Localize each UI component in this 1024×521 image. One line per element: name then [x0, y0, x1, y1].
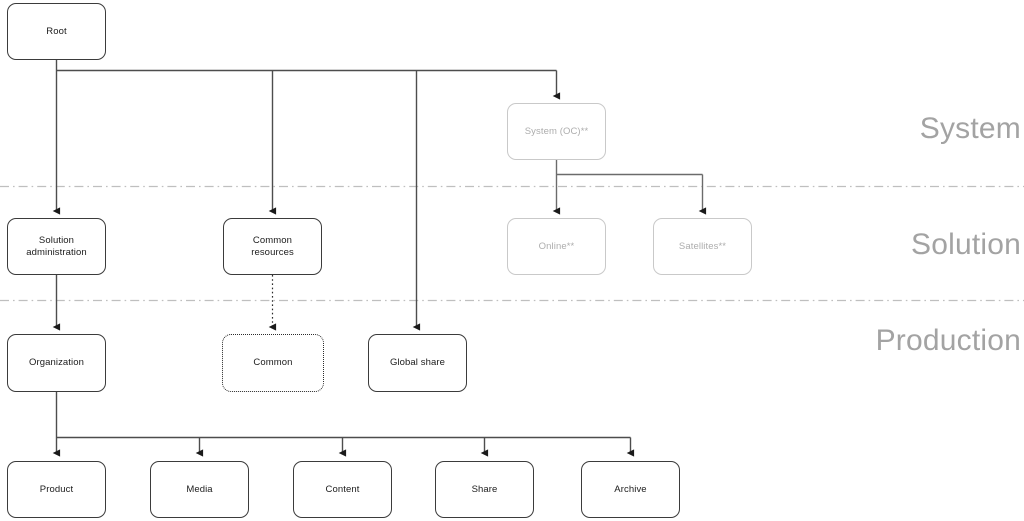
- band-label-system: System: [724, 112, 1021, 146]
- node-media[interactable]: Media: [150, 461, 249, 518]
- node-online-label: Online**: [538, 240, 575, 252]
- band-label-system-text: System: [919, 112, 1021, 145]
- node-system-oc-label: System (OC)**: [524, 125, 589, 137]
- node-global-share-label: Global share: [389, 357, 446, 368]
- node-content[interactable]: Content: [293, 461, 392, 518]
- node-satellites[interactable]: Satellites**: [653, 218, 752, 275]
- node-root[interactable]: Root: [7, 3, 106, 60]
- node-online[interactable]: Online**: [507, 218, 606, 275]
- band-label-solution-text: Solution: [910, 228, 1021, 261]
- node-common-label: Common: [253, 357, 293, 368]
- band-label-production: Production: [724, 324, 1021, 358]
- node-root-label: Root: [46, 25, 67, 37]
- band-label-solution: Solution: [724, 228, 1021, 262]
- node-product-label: Product: [39, 483, 74, 495]
- node-organization-label: Organization: [28, 357, 85, 368]
- edge-root-bus: [55, 60, 557, 72]
- node-organization[interactable]: Organization: [7, 334, 106, 392]
- node-system-oc[interactable]: System (OC)**: [507, 103, 606, 160]
- edge-system-oc-bus: [555, 160, 703, 176]
- node-global-share[interactable]: Global share: [368, 334, 467, 392]
- node-share-label: Share: [471, 483, 498, 495]
- band-label-production-text: Production: [875, 324, 1021, 357]
- node-common[interactable]: Common: [222, 334, 324, 392]
- node-share[interactable]: Share: [435, 461, 534, 518]
- node-satellites-label: Satellites**: [678, 240, 727, 252]
- node-archive[interactable]: Archive: [581, 461, 680, 518]
- edge-organization-bus: [55, 392, 631, 439]
- node-media-label: Media: [186, 483, 213, 495]
- node-archive-label: Archive: [614, 483, 647, 495]
- node-product[interactable]: Product: [7, 461, 106, 518]
- node-content-label: Content: [325, 483, 360, 495]
